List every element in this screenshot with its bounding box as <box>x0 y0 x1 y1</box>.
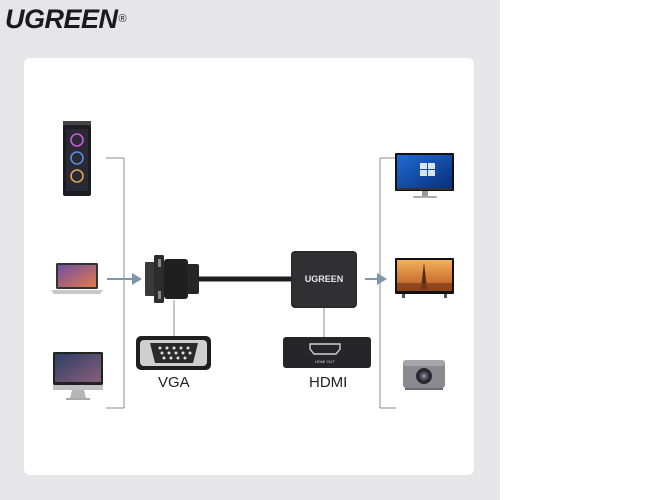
vga-label: VGA <box>158 374 190 391</box>
input-arrow-icon <box>107 273 142 285</box>
diagram-stage: UGREEN® <box>0 0 500 500</box>
brand-name: UGREEN <box>5 4 118 34</box>
adapter-logo: UGREEN <box>305 274 344 284</box>
source-bracket <box>106 157 125 409</box>
pc-tower-icon <box>63 121 91 196</box>
laptop-icon <box>51 263 103 294</box>
imac-icon <box>53 352 103 400</box>
hdmi-port-label: HDMI OUT <box>315 359 335 364</box>
vga-plug-icon <box>145 255 199 303</box>
projector-icon <box>403 360 445 390</box>
monitor-icon <box>395 153 454 198</box>
connection-diagram: UGREEN HDMI OUT <box>51 121 454 409</box>
hdmi-label: HDMI <box>309 374 348 391</box>
trademark-symbol: ® <box>118 13 127 25</box>
adapter-box <box>291 251 357 308</box>
output-arrow-icon <box>365 273 387 285</box>
ugreen-logo: UGREEN® <box>5 4 127 34</box>
vga-port-icon <box>136 336 211 370</box>
output-bracket <box>379 157 396 409</box>
tv-icon <box>395 258 454 298</box>
hdmi-port-icon <box>283 337 371 368</box>
